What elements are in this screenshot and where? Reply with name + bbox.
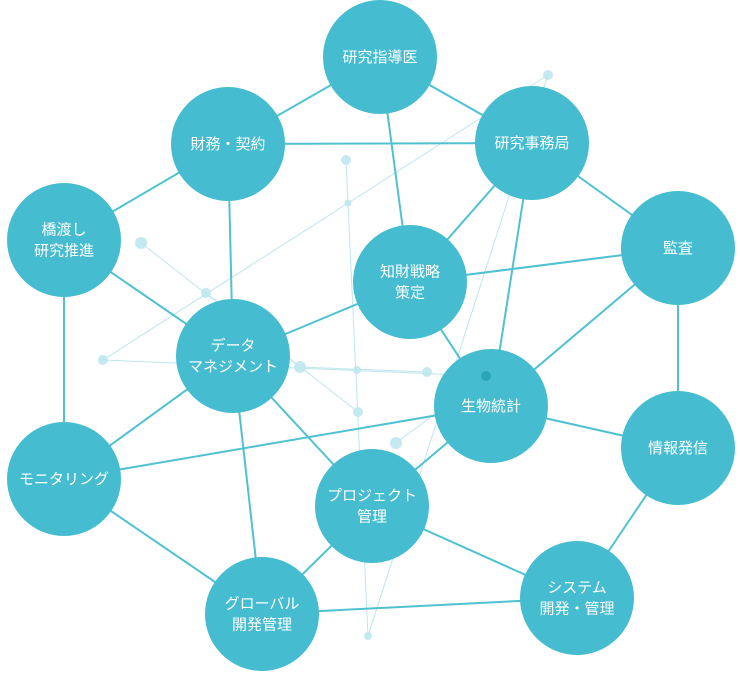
node-label: 橋渡し (41, 221, 86, 239)
node-label: グローバル (225, 595, 300, 613)
node-label: 策定 (395, 284, 425, 302)
node-label: モニタリング (19, 470, 109, 488)
node-label: 研究指導医 (342, 48, 417, 66)
node-circle (7, 422, 121, 536)
node-label: 研究推進 (34, 242, 94, 260)
node-circle (621, 191, 735, 305)
node-label: データ (210, 337, 255, 355)
decorative-dots (98, 70, 553, 640)
node-circle (520, 541, 634, 655)
node-label: 情報発信 (648, 439, 708, 457)
node-label: 開発・管理 (539, 600, 614, 618)
nodes: 研究指導医財務・契約研究事務局橋渡し研究推進監査知財戦略策定データマネジメント生… (7, 0, 735, 671)
node-label: 開発管理 (232, 616, 292, 634)
node-circle (7, 183, 121, 297)
decorative-dot-dark (481, 371, 491, 381)
node-circle (475, 86, 589, 200)
node-label: システム (547, 579, 607, 597)
node-circle (176, 299, 290, 413)
edge-seibutsu-toukei-monitoring (63, 405, 492, 480)
overlay-decoration (481, 371, 491, 381)
node-circle (621, 391, 735, 505)
node-zaimu-keiyaku: 財務・契約 (171, 87, 285, 201)
node-label: プロジェクト (327, 487, 417, 505)
node-kenkyu-shidoui: 研究指導医 (323, 0, 437, 114)
node-kansa: 監査 (621, 191, 735, 305)
node-label: マネジメント (188, 358, 278, 376)
node-jouhou-hasshin: 情報発信 (621, 391, 735, 505)
node-label: 研究事務局 (494, 134, 569, 152)
node-circle (315, 449, 429, 563)
node-circle (434, 349, 548, 463)
node-circle (205, 557, 319, 671)
node-seibutsu-toukei: 生物統計 (434, 349, 548, 463)
node-label: 知財戦略 (380, 263, 440, 281)
node-label: 財務・契約 (190, 135, 265, 153)
node-monitoring: モニタリング (7, 422, 121, 536)
node-kenkyu-jimukyoku: 研究事務局 (475, 86, 589, 200)
node-circle (171, 87, 285, 201)
node-circle (353, 225, 467, 339)
node-circle (323, 0, 437, 114)
node-label: 生物統計 (461, 397, 521, 415)
node-label: 監査 (663, 239, 693, 257)
node-label: 管理 (357, 508, 387, 526)
